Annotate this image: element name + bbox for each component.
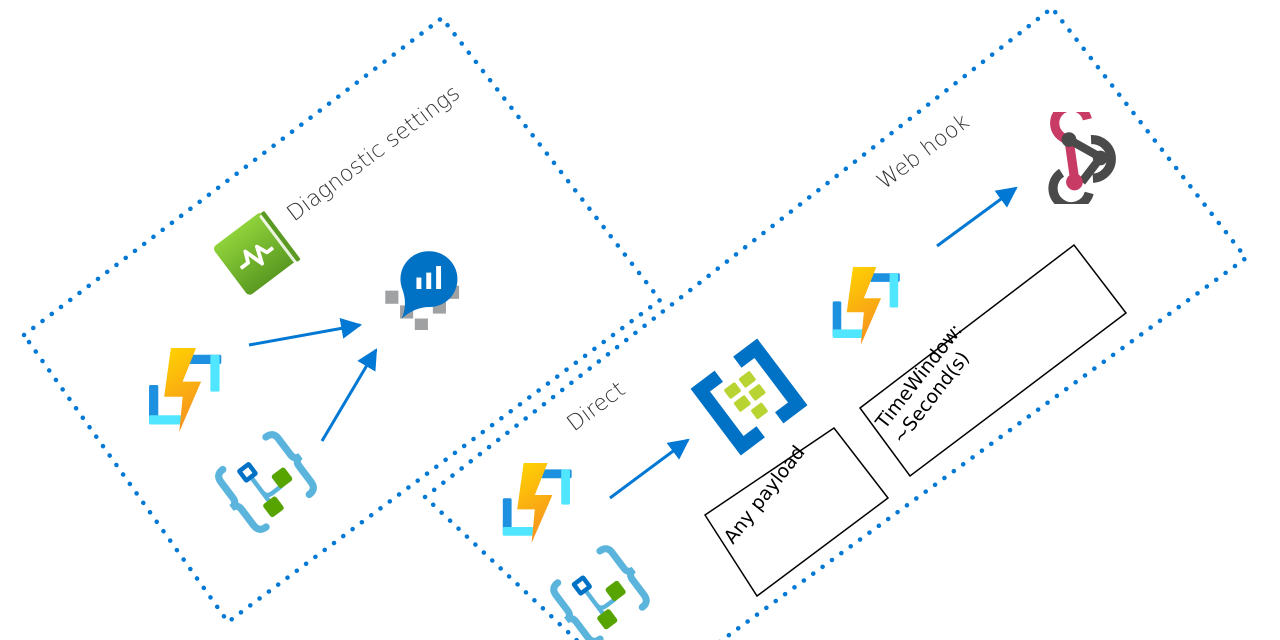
function-app-icon[interactable] xyxy=(832,267,900,345)
note-time-window-border xyxy=(858,243,1128,478)
diagnostic-settings-icon[interactable] xyxy=(210,207,303,300)
group-label-webhook: Web hook xyxy=(873,109,975,194)
function-app-icon[interactable] xyxy=(149,348,222,432)
logic-app-icon[interactable] xyxy=(210,427,322,536)
note-time-window: TimeWindow: ~Second(s) xyxy=(858,243,1128,478)
log-analytics-workspace-icon[interactable] xyxy=(385,251,460,331)
edge-logicapp1-to-loganalytics xyxy=(320,348,378,442)
group-label-diagnostic: Diagnostic settings xyxy=(283,81,465,227)
group-diagnostic: Diagnostic settings xyxy=(20,14,664,626)
group-direct: Direct Web hook Any payload TimeWindow: … xyxy=(421,4,1250,640)
edge-function2-to-eventhub xyxy=(609,438,690,500)
note-any-payload-border xyxy=(703,426,890,598)
function-app-icon[interactable] xyxy=(502,463,572,543)
note-any-payload: Any payload xyxy=(703,426,890,598)
boundary-diagnostic xyxy=(20,14,664,626)
group-label-direct: Direct xyxy=(563,377,631,437)
edge-function1-to-loganalytics xyxy=(248,318,363,347)
boundary-direct xyxy=(421,4,1250,640)
edge-function3-to-webhook xyxy=(936,186,1018,248)
event-hub-icon[interactable] xyxy=(690,338,808,456)
webhook-icon[interactable] xyxy=(1053,107,1111,207)
